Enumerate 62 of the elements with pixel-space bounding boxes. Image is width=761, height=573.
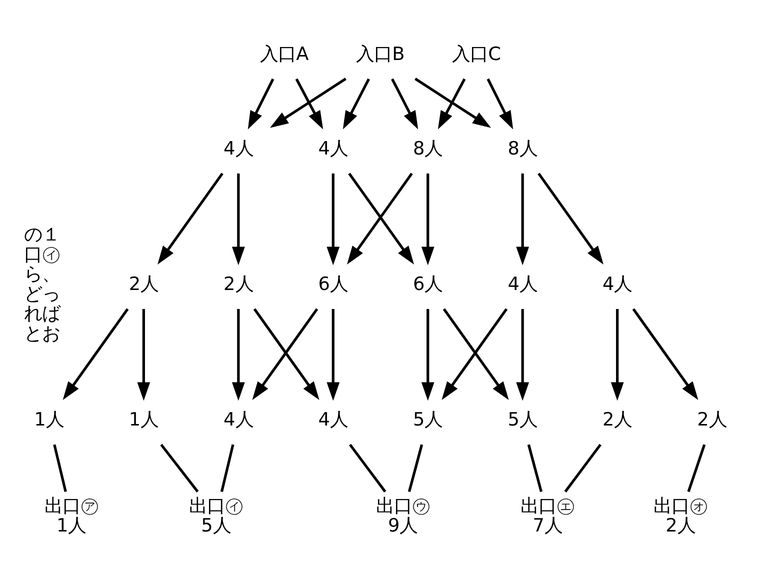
arrow <box>158 172 224 264</box>
node-text: 4人 <box>318 138 348 160</box>
node-text: 2人 <box>602 410 632 431</box>
node-text: 2人 <box>224 274 254 296</box>
node-text: 1人 <box>128 410 159 431</box>
arrow <box>270 78 346 128</box>
node-text: 入口B <box>356 44 405 65</box>
connector <box>53 444 67 492</box>
node-text: 8人 <box>508 138 538 160</box>
arrow <box>421 174 434 266</box>
connector <box>408 444 424 492</box>
connector <box>527 444 543 492</box>
arrow <box>295 78 324 130</box>
connector <box>160 444 199 493</box>
arrow <box>326 174 340 266</box>
node-text: 1人 <box>34 410 64 431</box>
arrow <box>610 309 624 401</box>
node-text: 4人 <box>318 410 348 431</box>
node-text: 4人 <box>224 138 254 160</box>
label: の１ <box>24 224 60 246</box>
node-text: 8人 <box>413 138 443 160</box>
arrow <box>232 174 245 266</box>
node-text: 6人 <box>413 274 443 296</box>
arrow <box>516 309 530 401</box>
arrow <box>516 174 530 266</box>
node-text: 出口㋑ 5人 <box>189 496 244 536</box>
node-text: 5人 <box>508 410 538 431</box>
arrow <box>342 78 370 130</box>
arrow <box>137 309 150 401</box>
node-text: 出口㋐ 1人 <box>44 496 98 536</box>
node-text: 6人 <box>318 274 348 296</box>
arrow <box>414 78 492 128</box>
arrow <box>62 308 129 400</box>
node-text: 4人 <box>508 274 538 296</box>
node-text: 5人 <box>413 410 443 431</box>
arrow <box>326 309 340 401</box>
node-text: 出口㋒ 9人 <box>376 496 430 536</box>
arrow <box>632 308 698 400</box>
node-text: 4人 <box>602 274 632 296</box>
node-text: 出口㋔ 2人 <box>653 496 708 536</box>
node-text: 4人 <box>224 410 254 431</box>
node-text: 入口A <box>260 44 309 65</box>
label: とお <box>24 323 60 344</box>
arrow <box>538 172 604 264</box>
arrow <box>421 309 434 401</box>
label: どっ <box>24 284 60 305</box>
label: ら、 <box>24 264 60 286</box>
node-text: 出口㋓ 7人 <box>520 496 575 536</box>
arrow <box>232 309 245 401</box>
arrow <box>438 78 466 130</box>
arrow <box>391 78 418 130</box>
connector <box>564 444 602 492</box>
label: れば <box>24 304 60 325</box>
label: 口㋑ <box>24 244 60 266</box>
connector <box>220 444 234 492</box>
arrow <box>486 78 514 130</box>
node-text: 2人 <box>697 410 727 431</box>
arrow <box>248 78 274 130</box>
connector <box>348 444 386 492</box>
node-text: 入口C <box>452 44 501 65</box>
connector <box>687 444 706 492</box>
node-text: 2人 <box>128 274 159 296</box>
